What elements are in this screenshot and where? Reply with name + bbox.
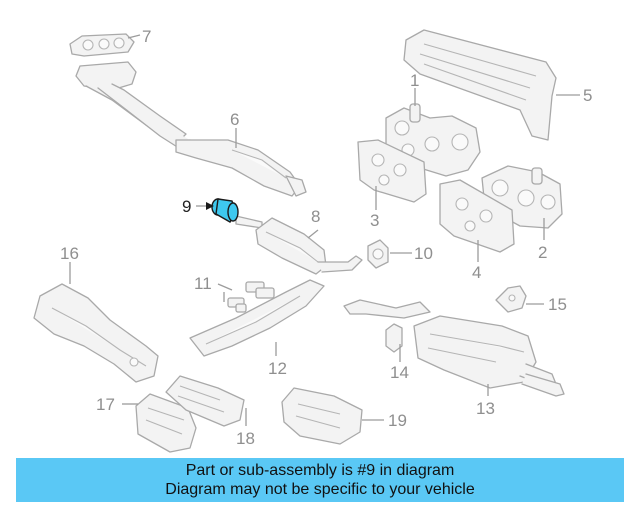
part-15-bracket[interactable] (495, 285, 527, 313)
part-5-heat-shield[interactable] (403, 29, 557, 141)
part-6-front-pipe-catalytic-converter[interactable] (75, 61, 307, 197)
part-18-heat-shield[interactable] (165, 375, 245, 427)
callout-3[interactable]: 3 (370, 211, 379, 230)
callout-19[interactable]: 19 (388, 411, 407, 430)
callout-16[interactable]: 16 (60, 244, 79, 263)
part-14-hanger[interactable] (385, 323, 403, 353)
callout-4[interactable]: 4 (472, 263, 481, 282)
callout-17[interactable]: 17 (96, 395, 115, 414)
part-11-bolts[interactable] (227, 281, 275, 313)
exhaust-parts-diagram: 7 6 1 5 3 4 2 8 9 10 11 12 13 14 15 16 1… (33, 27, 592, 453)
banner-line-disclaimer: Diagram may not be specific to your vehi… (165, 481, 475, 498)
callout-numbers: 7 6 1 5 3 4 2 8 9 10 11 12 13 14 15 16 1… (60, 27, 592, 448)
info-banner: Part or sub-assembly is #9 in diagram Di… (16, 458, 624, 502)
part-19-heat-shield[interactable] (281, 387, 363, 445)
part-12-heat-shield[interactable] (189, 279, 325, 357)
part-16-heat-shield[interactable] (33, 283, 159, 383)
leader-lines (69, 34, 580, 426)
callout-5[interactable]: 5 (583, 86, 592, 105)
part-10-clamp[interactable] (367, 239, 389, 269)
callout-10[interactable]: 10 (414, 244, 433, 263)
part-17-heat-shield[interactable] (135, 393, 197, 453)
part-8-intermediate-pipe[interactable] (235, 215, 363, 275)
callout-2[interactable]: 2 (538, 243, 547, 262)
part-3-manifold-gasket[interactable] (357, 139, 427, 203)
callout-7[interactable]: 7 (142, 27, 151, 46)
part-7-gasket[interactable] (69, 33, 135, 57)
part-13-rear-muffler[interactable] (343, 299, 565, 397)
callout-8[interactable]: 8 (311, 207, 320, 226)
callout-12[interactable]: 12 (268, 359, 287, 378)
callout-13[interactable]: 13 (476, 399, 495, 418)
part-4-manifold-gasket[interactable] (439, 179, 515, 253)
banner-line-part-number: Part or sub-assembly is #9 in diagram (185, 462, 455, 479)
callout-14[interactable]: 14 (390, 363, 409, 382)
callout-15[interactable]: 15 (548, 295, 567, 314)
part-9-connector-highlighted[interactable] (211, 198, 239, 223)
callout-18[interactable]: 18 (236, 429, 255, 448)
callout-1[interactable]: 1 (410, 71, 419, 90)
callout-6[interactable]: 6 (230, 110, 239, 129)
callout-9-highlighted[interactable]: 9 (182, 197, 191, 216)
callout-11[interactable]: 11 (194, 274, 212, 293)
